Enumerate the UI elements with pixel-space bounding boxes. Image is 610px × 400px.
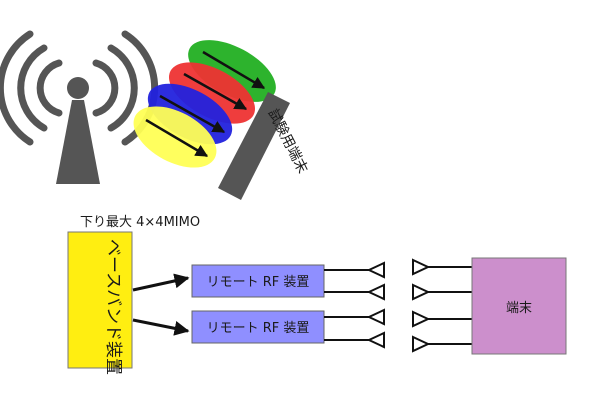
terminal-label: 端末 <box>506 301 532 316</box>
mimo-streams <box>133 40 276 168</box>
remote-rf-unit-2: リモート RF 装置 <box>191 310 325 344</box>
remote-rf-unit-1: リモート RF 装置 <box>191 264 325 298</box>
terminal-antennas <box>412 258 472 353</box>
mimo-label: 下り最大 4×4MIMO <box>80 215 200 230</box>
test-terminal-label: 試験用端末 <box>264 107 310 177</box>
baseband-unit: ベースバンド装置 <box>67 231 133 375</box>
baseband-links <box>132 273 190 336</box>
remote-rf-unit-1-label: リモート RF 装置 <box>207 275 310 290</box>
antenna-icon <box>366 308 385 326</box>
antenna-icon <box>412 335 431 353</box>
base-antennas <box>324 261 385 349</box>
antenna-icon <box>366 261 385 279</box>
baseband-label: ベースバンド装置 <box>103 239 123 375</box>
antenna-icon <box>366 283 385 301</box>
broadcast-tower-icon <box>0 30 159 184</box>
terminal: 端末 <box>471 257 567 355</box>
antenna-icon <box>412 310 431 328</box>
remote-rf-unit-2-label: リモート RF 装置 <box>207 321 310 336</box>
antenna-icon <box>412 258 431 276</box>
antenna-icon <box>412 283 431 301</box>
antenna-icon <box>366 331 385 349</box>
